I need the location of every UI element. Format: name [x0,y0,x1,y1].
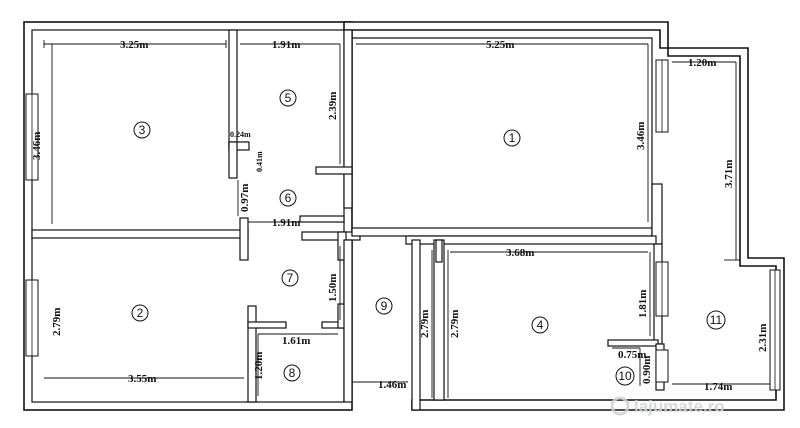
watermark: lajumate.ro [610,396,725,416]
svg-text:4: 4 [537,318,544,332]
svg-text:9: 9 [381,299,388,313]
svg-text:10: 10 [618,369,632,383]
dim-r8-width: 1.61m [282,335,310,347]
dim-r7-height: 1.50m [327,274,339,302]
dim-r10-width: 0.75m [618,349,646,361]
room-label-11: 11 [706,310,726,330]
dimension-labels: 3.25m 3.46m 1.91m 2.39m 5.25m 3.46m 1.20… [31,39,769,393]
room-label-4: 4 [531,316,549,334]
room-label-9: 9 [375,297,393,315]
dim-r3-height: 3.46m [31,132,43,160]
dim-r2-width: 3.55m [128,373,156,385]
dim-notch-h: 0.41m [255,151,264,172]
dim-balcony-width: 1.20m [688,57,716,69]
svg-text:8: 8 [289,366,296,380]
room-label-7: 7 [281,269,299,287]
dim-r5-width: 1.91m [272,39,300,51]
svg-text:11: 11 [710,313,723,327]
dim-r2-height: 2.79m [51,308,63,336]
watermark-text: lajumate.ro [634,397,725,416]
dim-r1-height: 3.46m [635,122,647,150]
svg-text:7: 7 [287,271,294,285]
dimension-lines [43,40,771,398]
dim-r8-height: 1.20m [253,352,265,380]
room-label-5: 5 [279,89,297,107]
dim-r11-height: 2.31m [757,324,769,352]
room-label-2: 2 [131,304,149,322]
room-label-10: 10 [615,366,635,386]
dim-r9-h1: 2.79m [419,310,431,338]
windows [25,59,781,391]
svg-text:2: 2 [137,306,144,320]
window-room10 [655,349,669,383]
dim-r11-width: 1.74m [704,381,732,393]
dim-r9-width: 1.46m [378,379,406,391]
room-label-8: 8 [283,364,301,382]
dim-r1-width: 5.25m [486,39,514,51]
svg-text:5: 5 [285,91,292,105]
dim-r6-height: 0.97m [239,184,251,212]
svg-text:6: 6 [285,191,292,205]
outer-walls [23,21,785,411]
dim-balcony-height: 3.71m [723,160,735,188]
dim-r6-width: 1.91m [272,217,300,229]
room-label-6: 6 [279,189,297,207]
svg-text:1: 1 [509,131,516,145]
dim-r5-height: 2.39m [327,92,339,120]
room-label-1: 1 [503,129,521,147]
dim-r4-height: 1.81m [637,290,649,318]
dim-r4-width: 3.68m [506,247,534,259]
dim-notch-w: 0.24m [230,130,251,139]
dim-r9-h2: 2.79m [449,310,461,338]
svg-text:3: 3 [139,123,146,137]
dim-r3-width: 3.25m [120,39,148,51]
room-label-3: 3 [133,121,151,139]
watermark-logo-icon [610,396,630,416]
dim-r10-height: 0.90m [641,356,653,384]
room-numbers: 3 5 1 6 2 7 9 4 8 10 11 [131,89,726,386]
